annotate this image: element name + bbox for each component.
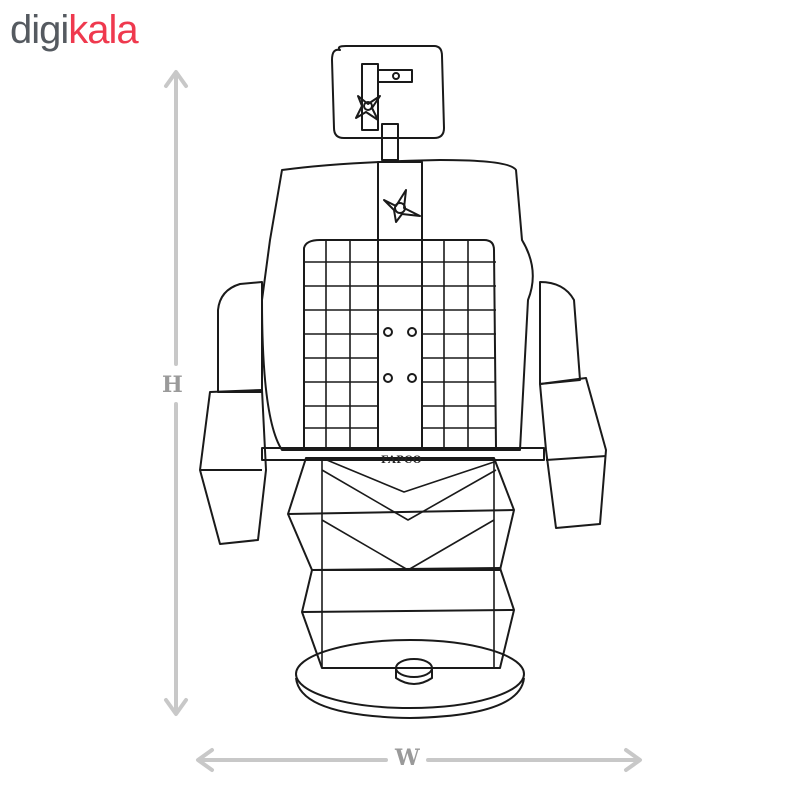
right-armrest-pad	[539, 281, 581, 385]
brand-label: FAPCO	[381, 455, 422, 466]
right-armrest-front	[539, 377, 607, 529]
left-armrest-front	[199, 389, 267, 545]
seat-lower-block	[301, 567, 515, 669]
left-armrest-pad	[217, 281, 263, 393]
headrest-bracket	[361, 63, 379, 131]
seat-bar	[261, 447, 545, 461]
backrest-knob-icon	[383, 189, 421, 223]
headrest-post	[381, 123, 399, 161]
height-dimension-arrow	[164, 70, 188, 716]
width-dimension-arrow	[196, 748, 642, 772]
height-label: H	[162, 372, 183, 398]
backrest-grid-panel	[303, 239, 497, 449]
backrest	[261, 159, 534, 451]
logo-part-kala: kala	[68, 8, 138, 52]
chair-base	[295, 639, 525, 709]
headrest-knob-icon	[355, 95, 381, 121]
logo-part-digi: digi	[10, 8, 69, 52]
digikala-logo[interactable]: digikala	[10, 6, 139, 54]
headrest	[331, 45, 445, 139]
backrest-grid-lines	[304, 240, 496, 448]
width-label: W	[395, 745, 420, 771]
backrest-center-strip	[377, 161, 423, 449]
headrest-slot	[377, 69, 413, 83]
